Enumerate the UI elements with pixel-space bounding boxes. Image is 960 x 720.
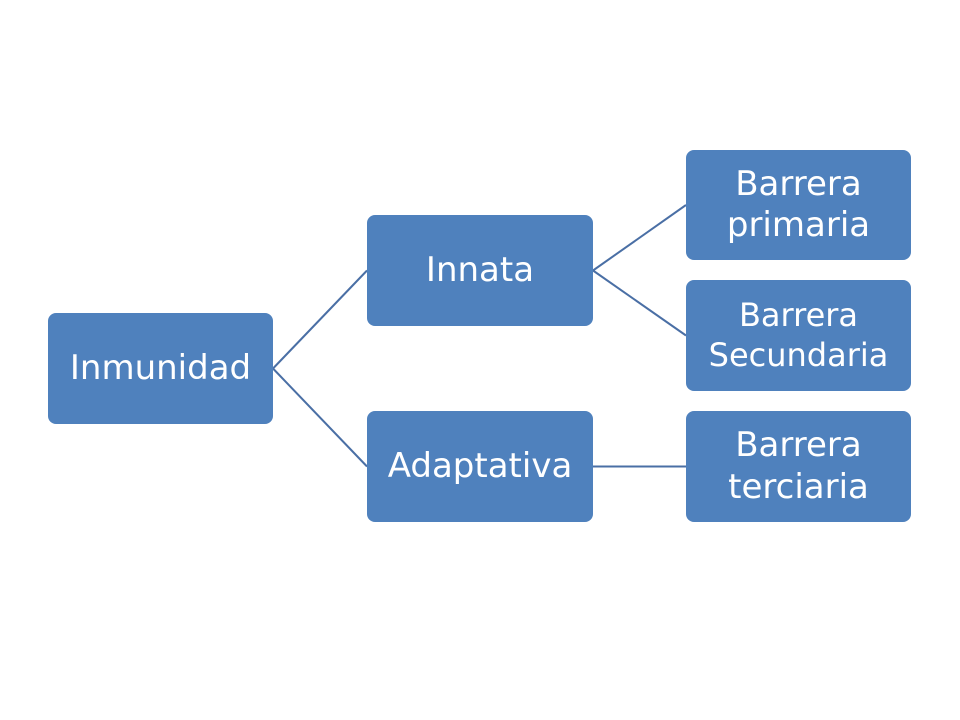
node-barrera-primaria: Barrera primaria bbox=[686, 150, 911, 260]
node-barrera-terciaria: Barrera terciaria bbox=[686, 411, 911, 522]
connector-innata-secundaria bbox=[592, 269, 687, 337]
connector-root-innata bbox=[272, 269, 368, 370]
connector-root-adaptativa bbox=[272, 367, 368, 468]
connector-innata-primaria bbox=[592, 204, 687, 272]
node-label-line2: Secundaria bbox=[708, 335, 889, 374]
node-label-line1: Barrera bbox=[735, 425, 862, 466]
node-adaptativa: Adaptativa bbox=[367, 411, 593, 522]
node-label-line1: Barrera bbox=[735, 163, 862, 204]
node-label: Adaptativa bbox=[387, 445, 573, 486]
node-label: Innata bbox=[425, 249, 535, 290]
node-barrera-secundaria: Barrera Secundaria bbox=[686, 280, 911, 391]
node-inmunidad: Inmunidad bbox=[48, 313, 273, 424]
node-label: Inmunidad bbox=[69, 347, 252, 388]
node-label-line2: primaria bbox=[726, 205, 871, 245]
node-innata: Innata bbox=[367, 215, 593, 326]
node-label-line1: Barrera bbox=[738, 296, 859, 335]
node-label-line2: terciaria bbox=[728, 466, 869, 507]
